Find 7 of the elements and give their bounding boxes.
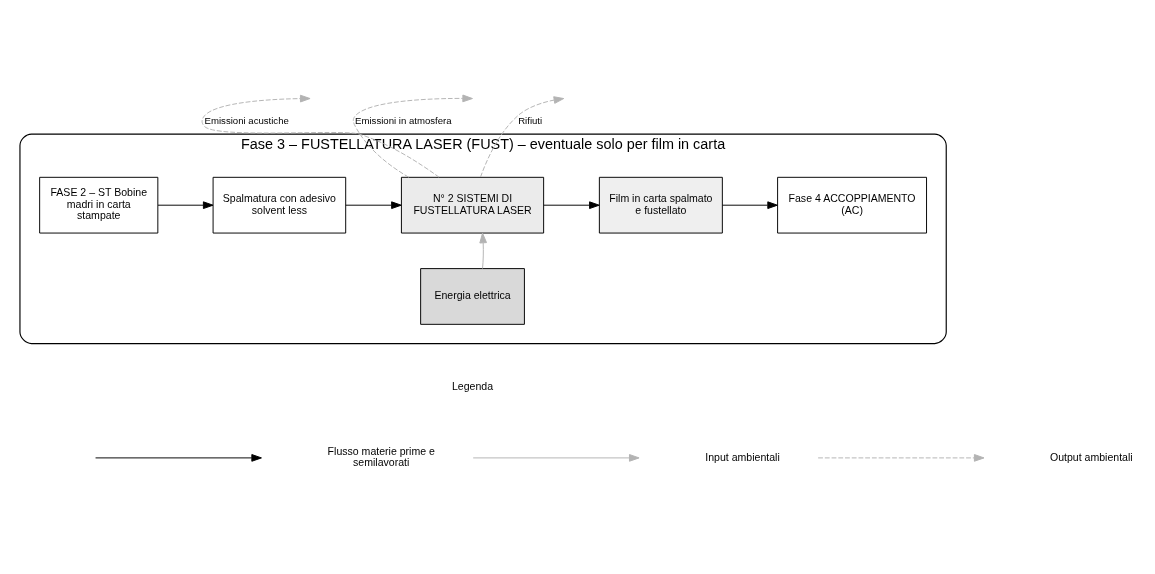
edge-label: Emissioni acustiche	[204, 114, 289, 126]
legend-label: Flusso materie prime e semilavorati	[327, 444, 435, 469]
label: Legenda	[451, 379, 494, 392]
edge-label: Rifiuti	[518, 114, 543, 126]
legend-label: Output ambientali	[1049, 450, 1133, 463]
edge-label: Emissioni in atmosfera	[355, 114, 452, 126]
legend-label: Input ambientali	[705, 450, 780, 463]
